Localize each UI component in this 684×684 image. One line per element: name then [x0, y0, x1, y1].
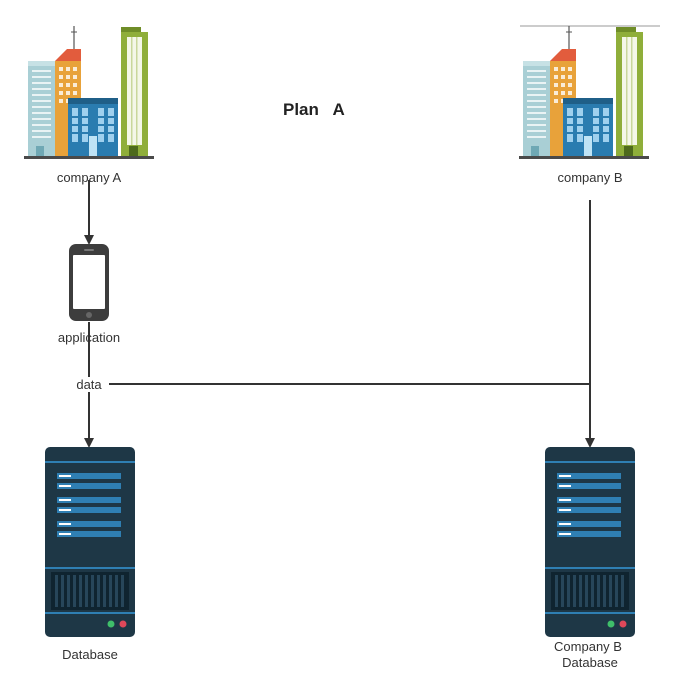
edge-data-label: data	[69, 377, 109, 392]
diagram-title: Plan A	[283, 100, 345, 119]
server-icon	[45, 447, 135, 637]
company-b-label: company B	[557, 170, 623, 185]
server-icon	[545, 447, 635, 637]
company-b-database-label-line1: Company B	[554, 639, 622, 654]
company-a-label: company A	[56, 170, 122, 185]
connectors	[84, 180, 595, 448]
application-label: application	[57, 330, 121, 345]
city-buildings-icon	[23, 25, 155, 160]
smartphone-icon	[69, 244, 109, 321]
company-b-database-label-line2: Database	[562, 655, 618, 670]
city-buildings-icon	[518, 25, 650, 160]
database-label: Database	[62, 647, 118, 662]
